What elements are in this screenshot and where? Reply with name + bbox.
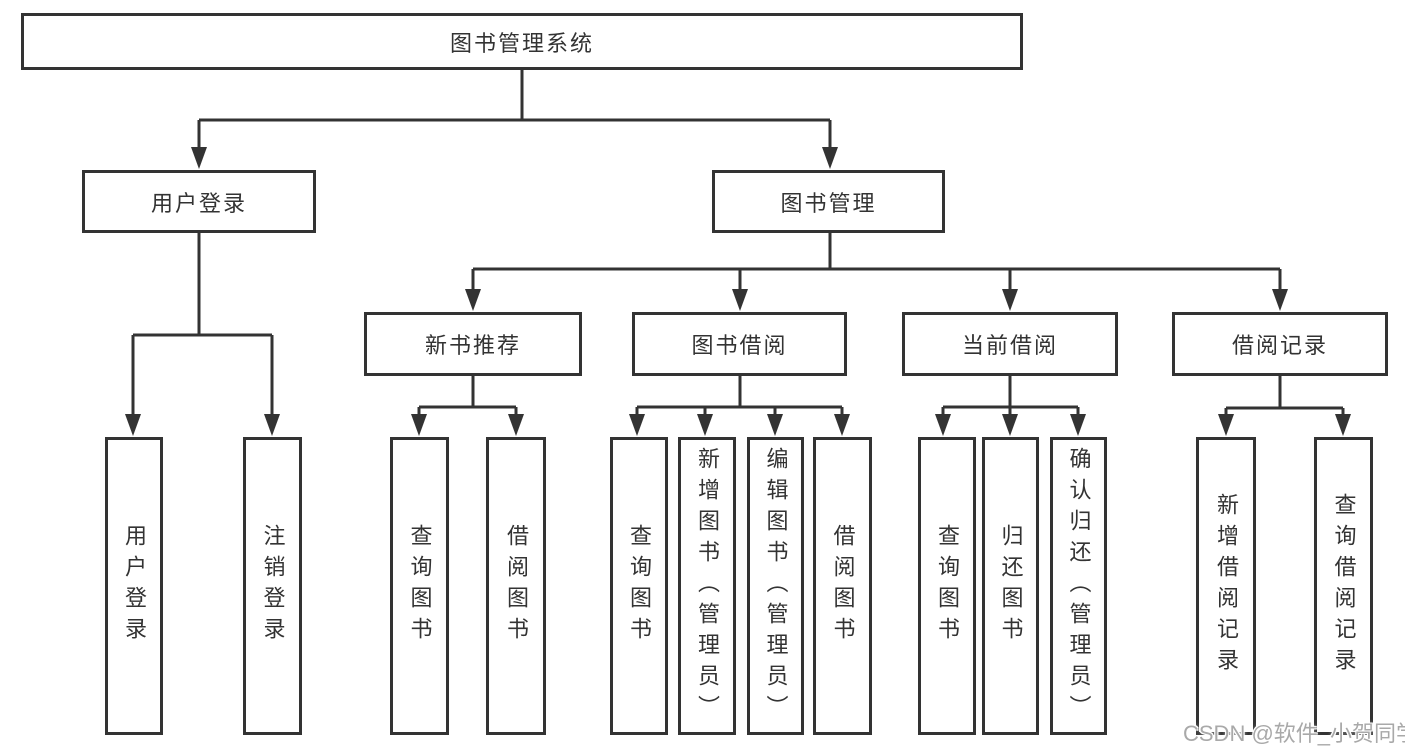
node-label: 编辑图书（管理员） (763, 446, 789, 726)
arrowhead-icon (1218, 414, 1234, 436)
arrowhead-icon (822, 147, 838, 169)
arrowhead-icon (834, 414, 850, 436)
node-label: 查询图书 (407, 524, 433, 648)
node-leaf-query-book-1: 查询图书 (390, 437, 449, 735)
node-user-login: 用户登录 (82, 170, 316, 233)
node-label: 确认归还（管理员） (1066, 446, 1092, 726)
arrowhead-icon (1002, 289, 1018, 311)
branch-root (191, 70, 838, 169)
arrowhead-icon (508, 414, 524, 436)
branch-book-borrow (629, 376, 850, 436)
node-label: 新书推荐 (424, 333, 521, 358)
arrowhead-icon (732, 289, 748, 311)
node-leaf-edit-book-admin: 编辑图书（管理员） (747, 437, 804, 735)
arrowhead-icon (191, 147, 207, 169)
branch-current-borrow (935, 376, 1086, 436)
arrowhead-icon (125, 414, 141, 436)
node-new-book-recommend: 新书推荐 (364, 312, 582, 376)
node-leaf-user-login: 用户登录 (105, 437, 163, 735)
node-leaf-logout: 注销登录 (243, 437, 302, 735)
node-leaf-query-book-2: 查询图书 (610, 437, 668, 735)
node-borrow-record: 借阅记录 (1172, 312, 1388, 376)
node-current-borrow: 当前借阅 (902, 312, 1118, 376)
arrowhead-icon (1070, 414, 1086, 436)
node-label: 图书借阅 (691, 333, 788, 358)
node-leaf-borrow-book-1: 借阅图书 (486, 437, 546, 735)
arrowhead-icon (767, 414, 783, 436)
node-label: 借阅图书 (504, 524, 529, 648)
branch-book-management (465, 233, 1288, 311)
node-leaf-query-borrow-record: 查询借阅记录 (1314, 437, 1373, 735)
arrowhead-icon (1335, 414, 1351, 436)
node-label: 查询借阅记录 (1331, 493, 1357, 679)
node-leaf-add-borrow-record: 新增借阅记录 (1196, 437, 1256, 735)
node-label: 新增图书（管理员） (695, 446, 720, 726)
node-label: 归还图书 (998, 524, 1024, 648)
node-leaf-confirm-return-admin: 确认归还（管理员） (1050, 437, 1107, 735)
arrowhead-icon (935, 414, 951, 436)
node-leaf-query-book-3: 查询图书 (918, 437, 976, 735)
node-label: 查询图书 (935, 524, 960, 648)
node-label: 图书管理 (780, 190, 877, 216)
node-leaf-borrow-book-2: 借阅图书 (813, 437, 872, 735)
arrowhead-icon (465, 289, 481, 311)
watermark: CSDN @软件_小贺同学 (1183, 721, 1405, 746)
node-label: 借阅记录 (1231, 333, 1328, 358)
node-label: 图书管理系统 (449, 30, 594, 56)
node-leaf-add-book-admin: 新增图书（管理员） (678, 437, 736, 735)
node-book-management: 图书管理 (712, 170, 945, 233)
node-book-borrow: 图书借阅 (632, 312, 847, 376)
arrowhead-icon (697, 414, 713, 436)
node-label: 用户登录 (122, 524, 147, 648)
arrowhead-icon (264, 414, 280, 436)
node-label: 当前借阅 (961, 333, 1058, 358)
arrowhead-icon (411, 414, 427, 436)
node-label: 注销登录 (260, 524, 286, 648)
arrowhead-icon (1002, 414, 1018, 436)
arrowhead-icon (629, 414, 645, 436)
node-label: 用户登录 (150, 190, 247, 216)
node-book-management-system: 图书管理系统 (21, 13, 1023, 70)
branch-user-login (125, 233, 280, 436)
node-label: 借阅图书 (830, 524, 856, 648)
node-label: 新增借阅记录 (1214, 493, 1239, 679)
branch-new-book (411, 376, 524, 436)
arrowhead-icon (1272, 289, 1288, 311)
node-label: 查询图书 (627, 524, 652, 648)
node-leaf-return-book: 归还图书 (982, 437, 1039, 735)
branch-borrow-record (1218, 376, 1351, 436)
